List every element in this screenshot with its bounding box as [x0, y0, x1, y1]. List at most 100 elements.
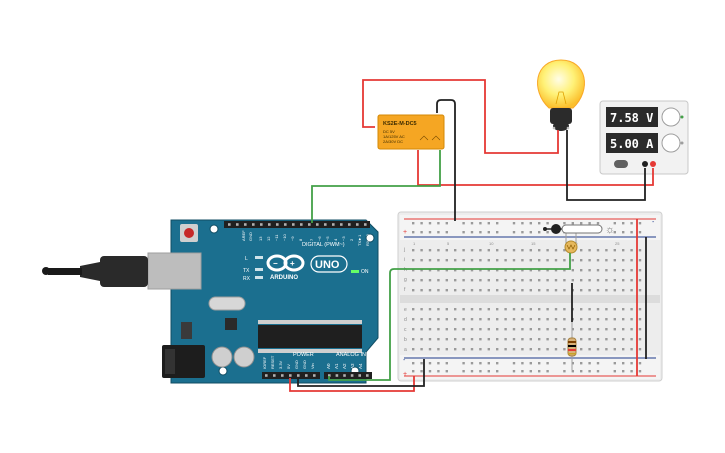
breadboard-hole — [622, 259, 625, 262]
crystal-oscillator — [208, 296, 246, 311]
header-pin[interactable] — [300, 223, 303, 226]
header-pin[interactable] — [340, 223, 343, 226]
breadboard-hole — [521, 318, 524, 321]
header-pin[interactable] — [305, 374, 308, 377]
breadboard-hole — [605, 318, 608, 321]
arduino-uno[interactable]: − + ARDUINO UNO ON L TX RX DIGITAL (PWM~… — [42, 219, 379, 384]
header-pin[interactable] — [328, 374, 331, 377]
current-knob[interactable] — [661, 133, 681, 153]
power-switch[interactable] — [614, 160, 628, 168]
breadboard-hole — [613, 231, 616, 234]
breadboard-hole — [571, 362, 574, 365]
breadboard-hole — [420, 289, 423, 292]
breadboard-hole — [454, 249, 457, 252]
breadboard-hole — [479, 259, 482, 262]
wire-black-gnd-to-rail[interactable] — [297, 359, 425, 387]
wire-red-5v-to-rail[interactable] — [289, 376, 415, 392]
breadboard-hole — [580, 328, 583, 331]
header-pin[interactable] — [343, 374, 346, 377]
breadboard-hole — [529, 249, 532, 252]
bulb-terminal-left — [552, 126, 556, 130]
breadboard-hole — [445, 308, 448, 311]
header-pin[interactable] — [350, 374, 354, 377]
breadboard-hole — [412, 348, 415, 351]
pin-label: ~11 — [274, 234, 279, 241]
breadboard-hole — [580, 222, 583, 225]
header-pin[interactable] — [236, 223, 239, 226]
header-pin[interactable] — [313, 374, 316, 377]
resistor[interactable] — [567, 320, 577, 370]
wire-red-relay-to-psu-plus[interactable] — [417, 150, 654, 186]
reset-button[interactable] — [184, 228, 194, 238]
breadboard-hole — [428, 362, 432, 365]
breadboard-hole — [605, 259, 608, 262]
breadboard-hole — [580, 249, 583, 252]
wire-black-relay-to-breadboard[interactable] — [436, 99, 456, 221]
header-pin[interactable] — [265, 374, 268, 377]
header-pin[interactable] — [228, 223, 231, 226]
breadboard-hole — [638, 231, 642, 234]
header-pin[interactable] — [281, 374, 284, 377]
breadboard-hole — [529, 289, 532, 292]
photoresistor[interactable] — [564, 233, 578, 254]
positive-terminal[interactable] — [650, 161, 656, 167]
header-pin[interactable] — [276, 223, 279, 226]
breadboard-hole — [470, 259, 474, 262]
wire-red-relay-to-supply[interactable] — [362, 79, 559, 154]
breadboard-hole — [504, 308, 507, 311]
breadboard-hole — [580, 348, 583, 351]
wire-green-arduino-to-relay[interactable] — [311, 150, 441, 223]
header-pin[interactable] — [358, 374, 361, 377]
breadboard-hole — [605, 348, 608, 351]
breadboard-hole — [412, 328, 415, 331]
pin-label: A1 — [334, 363, 339, 369]
header-pin[interactable] — [252, 223, 255, 226]
header-pin[interactable] — [316, 223, 319, 226]
header-pin[interactable] — [364, 223, 367, 226]
header-pin[interactable] — [260, 223, 263, 226]
header-pin[interactable] — [268, 223, 271, 226]
voltage-knob[interactable] — [661, 107, 681, 127]
light-level-slider[interactable]: ☼ — [543, 224, 615, 236]
breadboard-hole — [546, 308, 549, 311]
breadboard-hole — [504, 318, 507, 321]
breadboard-hole — [580, 370, 583, 373]
usb-cable[interactable] — [42, 256, 148, 287]
header-pin[interactable] — [335, 374, 339, 377]
breadboard-hole — [437, 370, 440, 373]
pin-label: A3 — [350, 363, 355, 369]
breadboard-hole — [496, 348, 499, 351]
breadboard-hole — [470, 318, 474, 321]
power-supply[interactable]: 7.58 V 5.00 A — [599, 100, 689, 175]
slider-knob[interactable] — [551, 224, 561, 234]
breadboard-hole — [479, 222, 482, 225]
analog-header[interactable] — [324, 372, 372, 379]
header-pin[interactable] — [273, 374, 276, 377]
header-pin[interactable] — [284, 223, 287, 226]
breadboard-hole — [462, 231, 465, 234]
wire-black-bulb-to-psu-minus[interactable] — [566, 130, 646, 201]
header-pin[interactable] — [348, 223, 351, 226]
relay[interactable]: KS2E-M-DC5 DC 5V 1A/125V AC 2A/30V DC — [377, 114, 445, 150]
header-pin[interactable] — [292, 223, 295, 226]
header-pin[interactable] — [356, 223, 359, 226]
wire-green-analog-to-breadboard[interactable] — [328, 253, 571, 381]
breadboard[interactable]: + - - + j i h g f e d c b a 1 5 10 15 20… — [397, 211, 663, 382]
negative-terminal[interactable] — [642, 161, 648, 167]
breadboard-hole — [571, 328, 574, 331]
header-pin[interactable] — [332, 223, 335, 226]
breadboard-hole — [538, 249, 541, 252]
breadboard-hole — [554, 279, 558, 282]
header-pin[interactable] — [324, 223, 327, 226]
digital-header[interactable] — [224, 221, 370, 228]
header-pin[interactable] — [244, 223, 247, 226]
breadboard-hole — [630, 370, 633, 373]
breadboard-hole — [437, 289, 440, 292]
voltage-regulator — [181, 322, 192, 339]
header-pin[interactable] — [308, 223, 311, 226]
breadboard-hole — [496, 338, 499, 341]
header-pin[interactable] — [366, 374, 369, 377]
header-pin[interactable] — [297, 374, 300, 377]
light-bulb[interactable] — [537, 59, 585, 131]
header-pin[interactable] — [289, 374, 292, 377]
